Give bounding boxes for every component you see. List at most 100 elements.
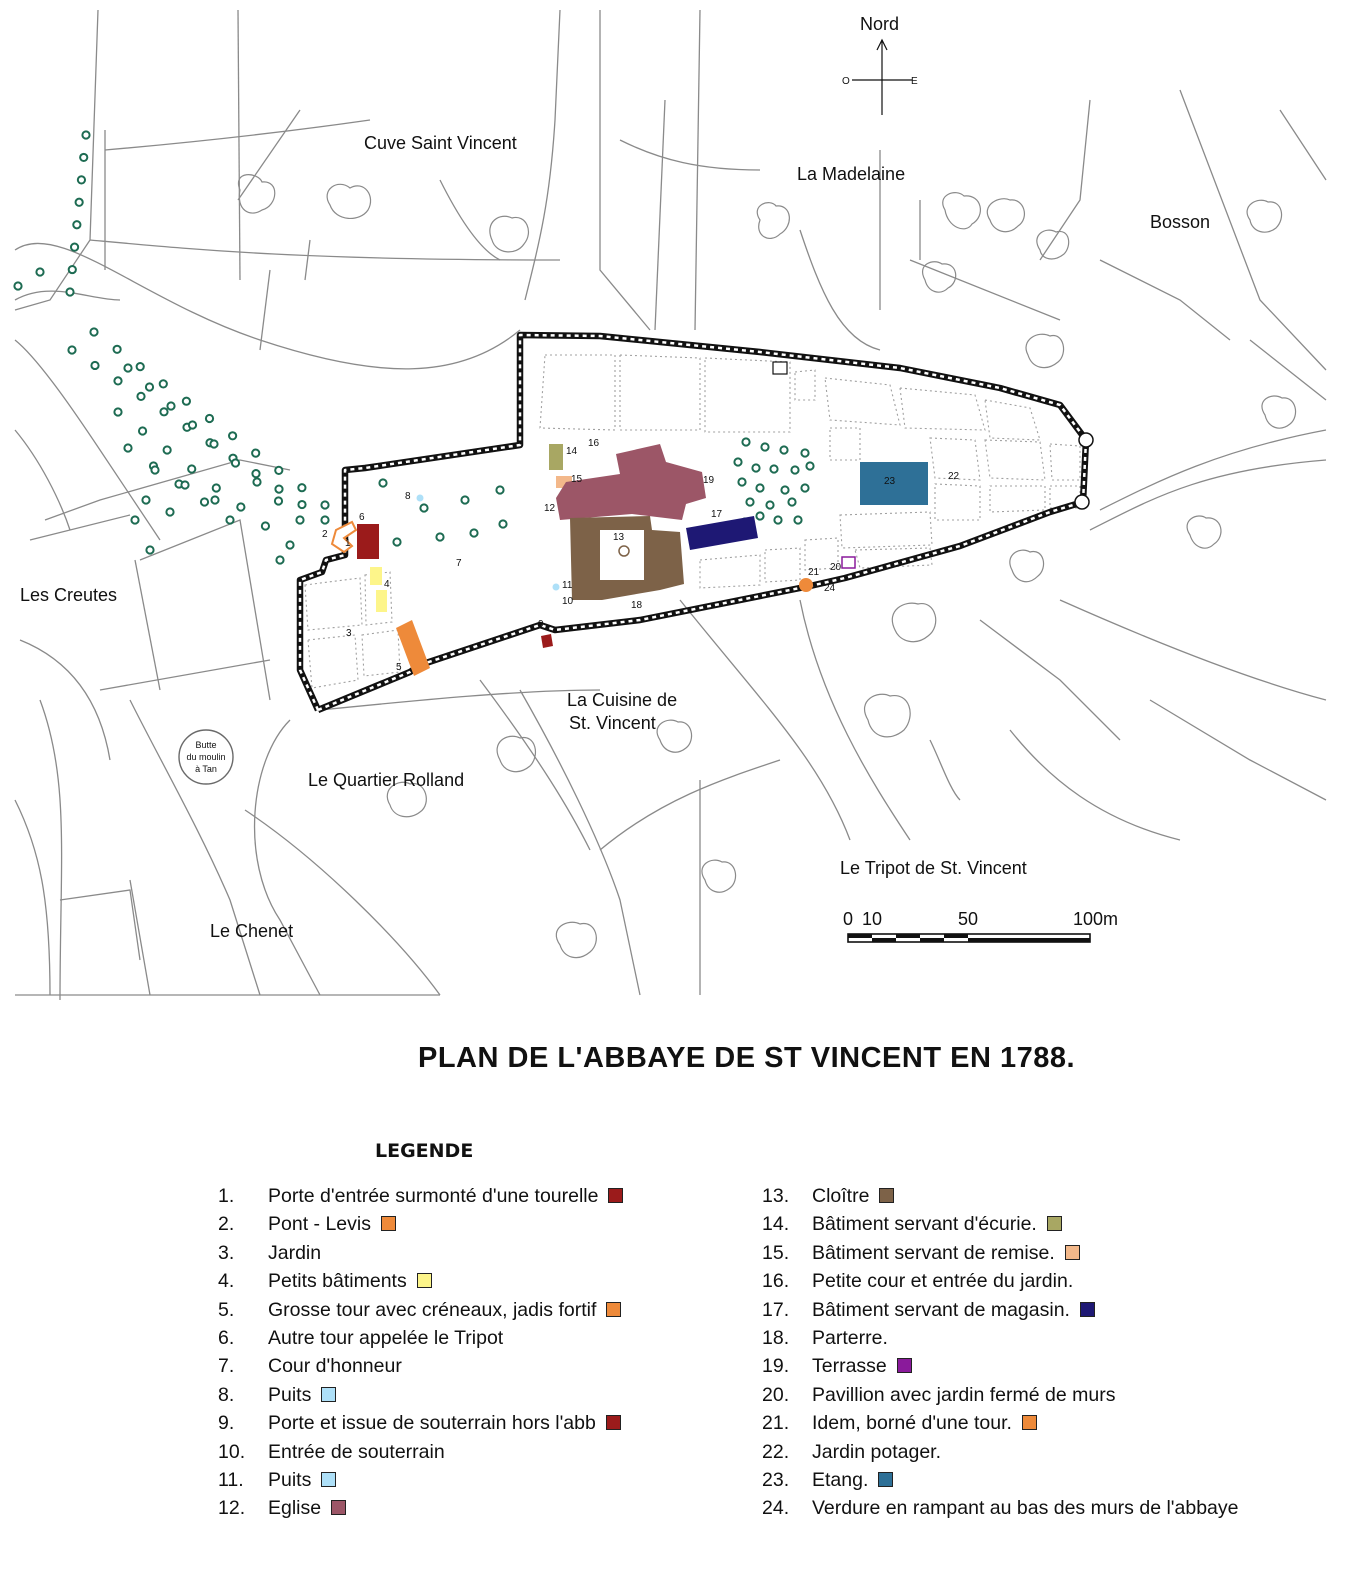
compass-east: E (911, 76, 918, 87)
legend-item-text: Idem, borné d'une tour. (812, 1412, 1012, 1435)
legend-item-number: 10. (218, 1440, 246, 1463)
legend-item-text: Bâtiment servant de remise. (812, 1241, 1055, 1264)
garden-plots (304, 354, 1081, 689)
tree-symbol (112, 344, 122, 354)
bldg-9-tunnel-exit (541, 634, 553, 648)
legend-item-number: 4. (218, 1270, 235, 1293)
tree-symbol (225, 515, 235, 525)
legend-color-swatch (1079, 1301, 1095, 1317)
legend-item-text: Petits bâtiments (268, 1270, 407, 1293)
legend-item: 18.Parterre. (762, 1324, 1322, 1352)
legend-item-text: Puits (268, 1469, 312, 1492)
tree-symbol (166, 401, 176, 411)
tree-symbol (755, 483, 765, 493)
tree-symbol (79, 152, 89, 163)
legend-item: 12.Eglise (218, 1494, 738, 1522)
legend-item-text: Puits (268, 1383, 312, 1406)
tree-symbol (211, 483, 221, 493)
legend-item: 22.Jardin potager. (762, 1438, 1322, 1466)
legend-color-swatch (331, 1500, 347, 1516)
num-2: 2 (322, 529, 328, 540)
tree-symbol (260, 521, 271, 531)
compass: Nord O E (842, 14, 918, 115)
legend-color-swatch (608, 1188, 624, 1203)
legend-item: 21.Idem, borné d'une tour. (762, 1409, 1322, 1437)
place-la-cuisine-2: St. Vincent (569, 713, 656, 733)
bldg-12-church (556, 444, 706, 520)
num-6: 6 (359, 512, 365, 523)
legend-item-text: Porte et issue de souterrain hors l'abb (268, 1412, 596, 1435)
legend-color-swatch (321, 1386, 337, 1402)
tree-symbol (210, 495, 220, 505)
tree-symbol (187, 464, 197, 474)
tree-symbol (204, 413, 215, 424)
tower-east (1074, 494, 1090, 510)
num-24: 24 (824, 583, 836, 594)
tree-symbol (69, 242, 80, 252)
bldg-20-pavilion (841, 556, 856, 569)
legend-item-number: 16. (762, 1270, 790, 1293)
tree-symbol (252, 477, 262, 487)
tree-symbol (805, 461, 815, 471)
legend-item: 2.Pont - Levis (218, 1210, 738, 1238)
scale-bar: 0 10 50 100m (843, 909, 1118, 943)
tree-symbol (35, 267, 45, 277)
butte-line-2: du moulin (186, 752, 225, 762)
place-le-chenet: Le Chenet (210, 921, 293, 941)
legend-item-text: Bâtiment servant de magasin. (812, 1298, 1070, 1321)
bldg-4-small-buildings-a (370, 567, 382, 585)
tree-symbol (136, 391, 146, 401)
legend-item-number: 8. (218, 1383, 235, 1406)
tree-symbol (745, 497, 755, 507)
legend-item-text: Porte d'entrée surmonté d'une tourelle (268, 1185, 599, 1207)
legend-item-number: 14. (762, 1213, 790, 1236)
tree-symbol (141, 495, 151, 505)
tree-symbol (793, 515, 803, 525)
tree-symbol (13, 281, 23, 291)
num-17: 17 (711, 509, 723, 520)
compass-north: Nord (860, 14, 899, 34)
legend-item-text: Petite cour et entrée du jardin. (812, 1270, 1074, 1293)
tree-symbol (751, 463, 761, 473)
tree-symbol (320, 515, 330, 525)
legend-item-number: 24. (762, 1497, 790, 1520)
tree-avenue (13, 130, 815, 565)
tree-symbol (251, 469, 261, 479)
legend-color-swatch (896, 1358, 912, 1374)
tree-symbol (123, 363, 133, 373)
legend-item-number: 23. (762, 1469, 790, 1492)
place-la-madelaine: La Madelaine (797, 164, 905, 184)
abbey-buildings (330, 444, 928, 676)
compass-west: O (842, 76, 850, 87)
bldg-4-small-buildings-b (376, 590, 387, 612)
tree-symbol (295, 515, 305, 525)
num-10: 10 (562, 596, 574, 607)
legend-item: 11.Puits (218, 1466, 738, 1494)
tree-symbol (65, 287, 75, 297)
legend-color-swatch (1064, 1244, 1080, 1260)
num-4: 4 (384, 579, 390, 590)
plan-numbers: 1 2 3 4 5 6 7 8 9 10 11 12 13 14 15 16 1… (322, 438, 960, 673)
tree-symbol (209, 439, 219, 449)
num-16: 16 (588, 438, 600, 449)
abbey-map: Nord O E (13, 9, 1327, 1001)
legend-item-number: 12. (218, 1497, 246, 1520)
tree-symbol (787, 497, 797, 507)
bldg-17-storehouse (686, 516, 758, 550)
tree-symbol (800, 448, 810, 458)
legend-item-number: 3. (218, 1241, 235, 1264)
tree-symbol (135, 362, 145, 372)
num-18: 18 (631, 600, 643, 611)
legend-item-number: 7. (218, 1355, 235, 1378)
tree-symbol (760, 442, 770, 452)
num-22: 22 (948, 471, 960, 482)
bldg-21-tower (799, 578, 813, 592)
tree-symbol (76, 175, 87, 185)
legend-color-swatch (321, 1472, 337, 1488)
legend-item-text: Jardin potager. (812, 1440, 942, 1463)
tree-symbol (89, 327, 99, 337)
tree-symbol (236, 502, 246, 512)
num-23: 23 (884, 476, 896, 487)
tree-symbol (274, 465, 284, 475)
tree-symbol (113, 407, 123, 417)
